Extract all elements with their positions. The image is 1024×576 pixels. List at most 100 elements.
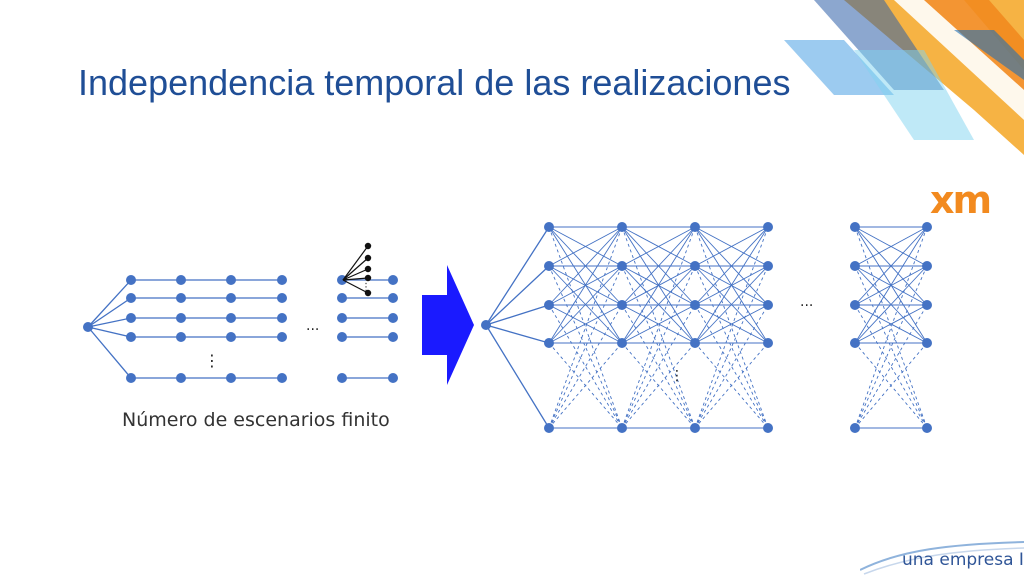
scenario-node xyxy=(337,313,347,323)
scenario-node xyxy=(277,332,287,342)
scenario-node xyxy=(850,338,860,348)
branch-line xyxy=(342,268,369,281)
scenario-node xyxy=(176,332,186,342)
scenario-node xyxy=(277,373,287,383)
edge-line xyxy=(87,317,132,328)
scenario-node xyxy=(388,275,398,285)
slide-title: Independencia temporal de las realizacio… xyxy=(78,62,791,103)
scenario-node xyxy=(763,300,773,310)
branch-node xyxy=(364,274,372,282)
dashed-edge xyxy=(621,342,696,429)
scenario-node xyxy=(226,373,236,383)
scenario-node xyxy=(850,222,860,232)
scenario-node xyxy=(176,313,186,323)
scenario-node xyxy=(763,222,773,232)
mesh-edge xyxy=(621,265,696,344)
transition-arrow xyxy=(422,265,474,385)
scenario-node xyxy=(617,222,627,232)
scenario-node xyxy=(544,423,554,433)
edge-line xyxy=(485,304,550,326)
scenario-node xyxy=(277,293,287,303)
scenario-node xyxy=(388,373,398,383)
scenario-node xyxy=(388,332,398,342)
dashed-edge xyxy=(694,342,769,429)
root-node xyxy=(83,322,93,332)
scenario-node xyxy=(617,300,627,310)
edge-line xyxy=(87,326,132,338)
scenario-node xyxy=(226,332,236,342)
scenario-node xyxy=(617,261,627,271)
scenario-node xyxy=(617,338,627,348)
scenario-node xyxy=(850,300,860,310)
scenario-node xyxy=(922,338,932,348)
scenario-node xyxy=(226,293,236,303)
scenario-node xyxy=(388,293,398,303)
scenario-node xyxy=(544,261,554,271)
branch-line xyxy=(342,279,369,294)
scenario-node xyxy=(337,373,347,383)
mesh-edge xyxy=(694,265,769,344)
scenario-node xyxy=(763,423,773,433)
scenario-node xyxy=(388,313,398,323)
footer-brand-text: una empresa ISA xyxy=(902,550,1024,570)
mesh-edge xyxy=(854,226,928,267)
edge-line xyxy=(87,297,132,328)
edge-line xyxy=(87,326,132,379)
scenario-node xyxy=(126,275,136,285)
scenario-node xyxy=(544,338,554,348)
mesh-edge xyxy=(548,226,623,306)
branch-line xyxy=(342,277,369,281)
scenario-node xyxy=(690,338,700,348)
scenario-node xyxy=(763,261,773,271)
mesh-edge xyxy=(854,265,928,344)
scenario-node xyxy=(337,332,347,342)
scenario-node xyxy=(922,300,932,310)
scenario-node xyxy=(277,275,287,285)
scenario-node xyxy=(850,423,860,433)
mesh-edge xyxy=(621,226,696,344)
scenario-node xyxy=(617,423,627,433)
mesh-edge xyxy=(694,304,769,344)
scenario-node xyxy=(277,313,287,323)
branch-line xyxy=(342,245,369,281)
scenario-node xyxy=(126,293,136,303)
mesh-edge xyxy=(548,265,623,344)
scenario-node xyxy=(126,332,136,342)
scenario-node xyxy=(337,293,347,303)
mesh-edge xyxy=(694,226,769,344)
dashed-edge xyxy=(548,342,623,429)
mesh-edge xyxy=(548,226,623,267)
mesh-edge xyxy=(621,304,696,344)
mesh-edge xyxy=(854,304,928,344)
branch-node xyxy=(364,289,372,297)
mesh-edge xyxy=(621,226,696,306)
mesh-edge xyxy=(548,304,623,344)
scenario-node xyxy=(763,338,773,348)
edge-line xyxy=(485,226,550,326)
footer-swoosh-graphic xyxy=(860,541,1024,575)
fan-ellipsis: ⋮ xyxy=(361,282,371,293)
mesh-edge xyxy=(621,226,696,267)
horizontal-ellipsis: ... xyxy=(306,318,319,334)
scenario-node xyxy=(176,373,186,383)
mesh-edge xyxy=(854,226,928,306)
edge-line xyxy=(485,265,550,326)
dashed-edge xyxy=(854,342,928,429)
scenario-node xyxy=(226,275,236,285)
branch-node xyxy=(364,254,372,262)
xm-logo: xm xyxy=(930,178,992,222)
caption-finite-scenarios: Número de escenarios finito xyxy=(122,409,390,431)
branch-node xyxy=(364,242,372,250)
scenario-node xyxy=(126,373,136,383)
mesh-edge xyxy=(694,226,769,267)
edge-line xyxy=(485,324,550,429)
branch-line xyxy=(342,257,369,281)
scenario-node xyxy=(922,261,932,271)
mesh-edge xyxy=(694,226,769,306)
scenario-node xyxy=(690,423,700,433)
scenario-node xyxy=(922,222,932,232)
scenario-node xyxy=(544,222,554,232)
edge-line xyxy=(87,279,132,328)
mesh-edge xyxy=(854,226,928,344)
